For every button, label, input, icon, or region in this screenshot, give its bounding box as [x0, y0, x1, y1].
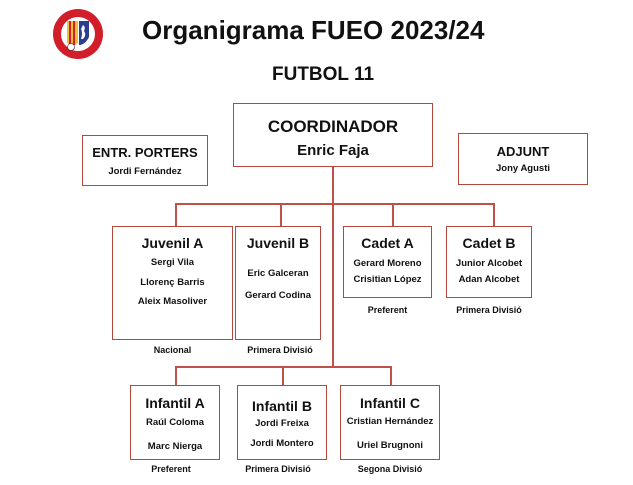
league-label: Preferent [151, 464, 191, 474]
team-name: Cadet B [462, 235, 516, 251]
connector-trunk-top [332, 167, 334, 203]
coach-name: Junior Alcobet [455, 258, 523, 269]
coach-name: Gerard Moreno [353, 258, 422, 269]
connector-row2-drop-1 [175, 366, 177, 385]
coordinator-box: COORDINADOR Enric Faja [233, 103, 433, 167]
coach-name: Adan Alcobet [458, 274, 520, 285]
goalkeeper-coach-box: ENTR. PORTERS Jordi Fernández [82, 135, 208, 186]
league-label: Primera Divisió [247, 345, 313, 355]
team-name: Juvenil A [141, 235, 204, 251]
connector-row1-drop-3 [392, 203, 394, 226]
coach-name: Aleix Masoliver [137, 296, 208, 307]
connector-row2-drop-2 [282, 366, 284, 385]
team-name: Infantil B [252, 398, 312, 414]
goalkeeper-coach-name: Jordi Fernández [108, 166, 182, 177]
team-box-juvenil-b: Juvenil B Eric Galceran Gerard Codina [235, 226, 321, 340]
coach-name: Crisitian López [353, 274, 422, 285]
coordinator-name: Enric Faja [297, 142, 369, 159]
connector-row1-drop-2 [280, 203, 282, 226]
connector-row1-horizontal [175, 203, 494, 205]
connector-row1-drop-4 [493, 203, 495, 226]
team-box-juvenil-a: Juvenil A Sergi Vila Llorenç Barris Alei… [112, 226, 233, 340]
league-label: Preferent [367, 305, 408, 315]
club-logo [53, 9, 103, 59]
coach-name: Uriel Brugnoni [357, 440, 423, 451]
league-label: Primera Divisió [245, 464, 311, 474]
league-label: Nacional [153, 345, 192, 355]
connector-row1-drop-1 [175, 203, 177, 226]
team-name: Juvenil B [246, 235, 310, 251]
league-label: Primera Divisió [456, 305, 522, 315]
coach-name: Cristian Hernández [346, 416, 434, 427]
team-box-cadet-a: Cadet A Gerard Moreno Crisitian López [343, 226, 432, 298]
team-box-infantil-a: Infantil A Raúl Coloma Marc Nierga [130, 385, 220, 460]
goalkeeper-coach-role: ENTR. PORTERS [92, 145, 198, 160]
assistant-box: ADJUNT Jony Agusti [458, 133, 588, 185]
coach-name: Jordi Freixa [255, 418, 309, 429]
coordinator-role: COORDINADOR [267, 117, 399, 136]
team-name: Infantil C [360, 395, 420, 411]
coach-name: Sergi Vila [150, 257, 195, 268]
coach-name: Llorenç Barris [140, 277, 205, 288]
league-label: Segona Divisió [357, 464, 423, 474]
page-title: Organigrama FUEO 2023/24 [142, 15, 485, 45]
team-box-cadet-b: Cadet B Junior Alcobet Adan Alcobet [446, 226, 532, 298]
page-subtitle: FUTBOL 11 [272, 64, 375, 85]
coach-name: Jordi Montero [250, 438, 314, 449]
coach-name: Gerard Codina [245, 290, 311, 301]
assistant-role: ADJUNT [496, 144, 550, 159]
coach-name: Marc Nierga [147, 441, 203, 452]
assistant-name: Jony Agusti [495, 163, 550, 174]
coach-name: Eric Galceran [247, 268, 309, 279]
team-box-infantil-c: Infantil C Cristian Hernández Uriel Brug… [340, 385, 440, 460]
team-name: Infantil A [145, 395, 205, 411]
coach-name: Raúl Coloma [145, 417, 205, 428]
connector-trunk-middle [332, 203, 334, 366]
team-name: Cadet A [361, 235, 414, 251]
team-box-infantil-b: Infantil B Jordi Freixa Jordi Montero [237, 385, 327, 460]
club-crest-icon [54, 10, 102, 58]
connector-row2-drop-3 [390, 366, 392, 385]
